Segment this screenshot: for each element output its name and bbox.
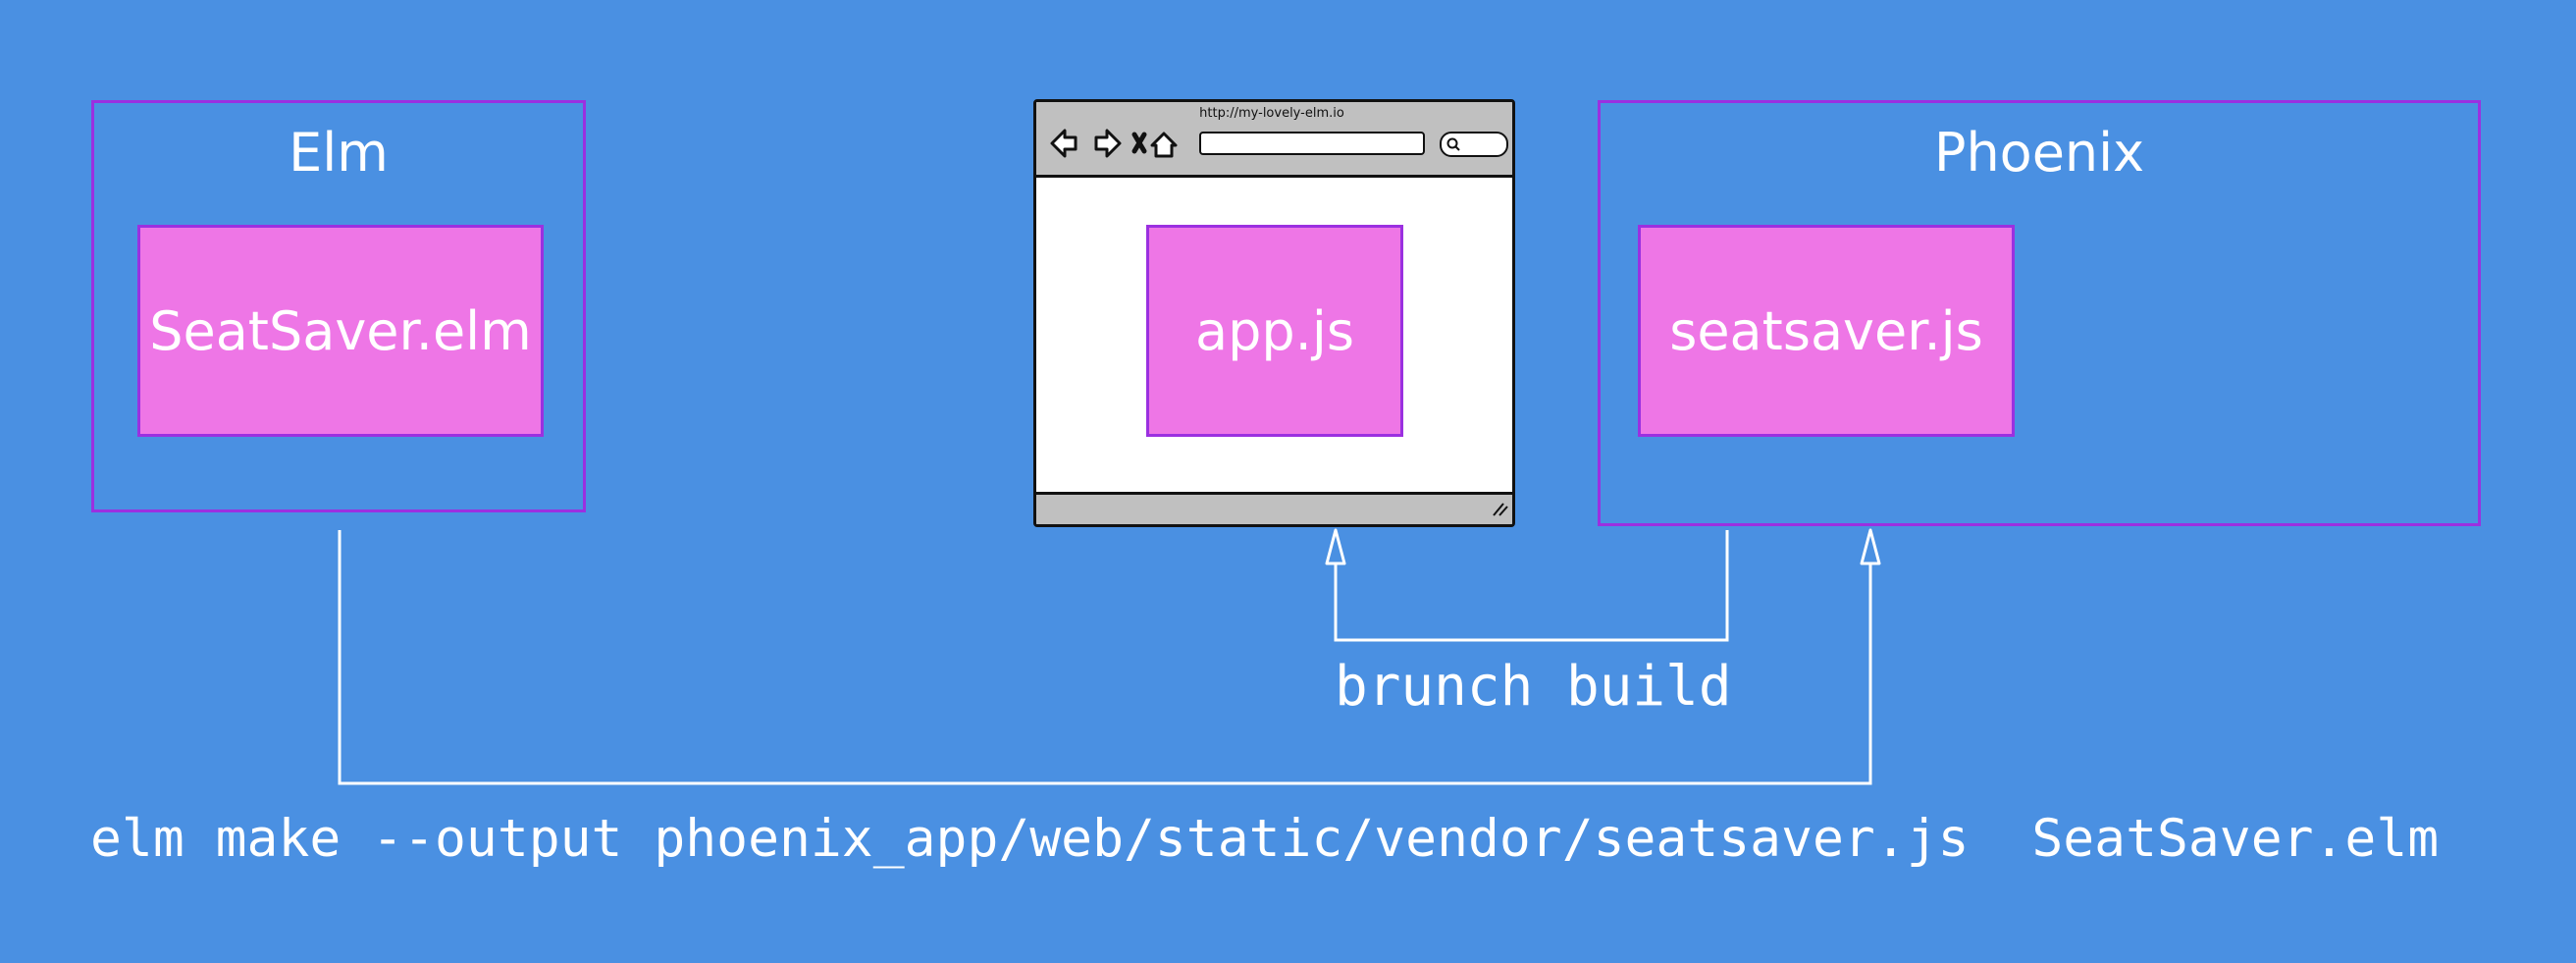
seatsaver-js-label: seatsaver.js <box>1669 299 1983 362</box>
phoenix-title: Phoenix <box>1933 122 2145 184</box>
seatsaver-js-box: seatsaver.js <box>1638 225 2015 437</box>
browser-toolbar: http://my-lovely-elm.io <box>1036 102 1512 178</box>
browser-url-field <box>1199 132 1425 155</box>
home-icon <box>1150 132 1178 158</box>
elm-make-connector <box>338 530 1872 785</box>
browser-statusbar <box>1036 492 1512 524</box>
elm-frame: Elm SeatSaver.elm <box>91 100 586 512</box>
resize-grip-icon <box>1493 503 1508 516</box>
seatsaver-elm-box: SeatSaver.elm <box>137 225 544 437</box>
phoenix-frame: Phoenix seatsaver.js <box>1598 100 2481 526</box>
search-icon <box>1446 137 1460 151</box>
browser-url-text: http://my-lovely-elm.io <box>1199 106 1344 121</box>
back-arrow-icon <box>1050 129 1078 158</box>
app-js-box: app.js <box>1146 225 1403 437</box>
brunch-build-label: brunch build <box>1335 655 1732 719</box>
elm-make-command: elm make --output phoenix_app/web/static… <box>90 809 2440 869</box>
browser-window: http://my-lovely-elm.io app.js <box>1033 99 1515 527</box>
browser-search-field <box>1440 132 1508 157</box>
phoenix-arrowhead <box>1860 528 1881 565</box>
app-js-label: app.js <box>1195 299 1354 362</box>
brunch-build-connector <box>1334 530 1729 642</box>
browser-nav-icons <box>1050 129 1178 158</box>
seatsaver-elm-label: SeatSaver.elm <box>149 299 532 362</box>
forward-arrow-icon <box>1094 129 1122 158</box>
browser-arrowhead <box>1325 528 1346 565</box>
close-icon <box>1131 132 1147 154</box>
elm-title: Elm <box>289 122 389 184</box>
